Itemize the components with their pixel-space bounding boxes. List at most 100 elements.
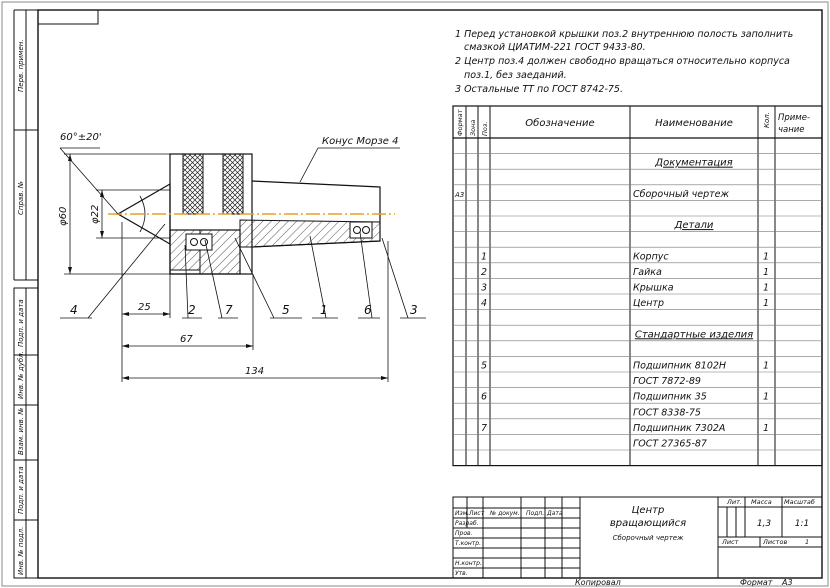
tb-col-izm: Изм. — [455, 510, 469, 517]
spec-cell-name: Центр — [633, 298, 664, 309]
title-block-text: Изм. Лист № докум. Подп. Дата Разраб. Пр… — [455, 498, 815, 577]
taper-label: Конус Морзе 4 — [322, 136, 398, 147]
tb-scale: 1:1 — [795, 519, 809, 529]
tb-col-date: Дата — [546, 510, 563, 517]
spec-cell-name: Корпус — [633, 251, 669, 262]
spec-header: Кол. — [763, 112, 771, 128]
tb-col-sign: Подп. — [526, 510, 544, 517]
dimensions — [59, 147, 426, 382]
spec-cell-qty: 1 — [763, 423, 769, 434]
note-line: 3 Остальные ТТ по ГОСТ 8742-75. — [455, 84, 623, 95]
note-line: поз.1, без заеданий. — [464, 70, 567, 81]
spec-cell-name: ГОСТ 8338-75 — [633, 407, 701, 418]
dim-25-label: 25 — [138, 302, 151, 313]
title-block — [452, 496, 823, 579]
spec-header: Формат — [456, 109, 464, 136]
strip-label: Инв. № дубл. — [17, 351, 25, 399]
strip-label: Справ. № — [17, 181, 25, 215]
note-line: 1 Перед установкой крышки поз.2 внутренн… — [455, 29, 793, 40]
knurl-ring — [182, 153, 204, 215]
callout-4: 4 — [70, 303, 78, 317]
spec-section-title: Стандартные изделия — [635, 329, 753, 340]
bearing-ball — [200, 238, 208, 246]
tb-role: Н.контр. — [455, 560, 482, 567]
note-line: смазкой ЦИАТИМ-221 ГОСТ 9433-80. — [464, 42, 646, 53]
spec-cell-name: Гайка — [633, 267, 662, 278]
spec-cell-name: ГОСТ 27365-87 — [633, 439, 707, 450]
footer-copied: Копировал — [575, 578, 621, 587]
spec-cell-name: Подшипник 7302А — [633, 423, 725, 434]
spec-section-title: Детали — [674, 220, 714, 231]
tb-col-doc: № докум. — [489, 510, 520, 517]
tb-role: Т.контр. — [455, 540, 481, 547]
spec-header: Приме- — [778, 113, 810, 123]
spec-cell-name: Подшипник 35 — [633, 392, 707, 403]
note-line: 2 Центр поз.4 должен свободно вращаться … — [455, 56, 790, 67]
strip-label: Подп. и дата — [17, 466, 25, 514]
spec-cell-format: А3 — [454, 191, 464, 199]
tb-scale-label: Масштаб — [784, 498, 815, 506]
strip-label: Инв. № подл. — [17, 527, 25, 575]
strip-label: Перв. примен. — [17, 39, 25, 92]
spec-cell-pos: 3 — [481, 283, 487, 294]
dim-134-label: 134 — [245, 366, 264, 377]
tb-col-list: Лист — [468, 510, 485, 517]
tb-lit-label: Лит. — [726, 498, 742, 506]
strip-label: Подп. и дата — [17, 299, 25, 347]
spec-header: Зона — [469, 120, 477, 136]
strip-label: Взам. инв. № — [17, 407, 25, 455]
spec-header: чание — [778, 125, 805, 135]
spec-section-title: Документация — [654, 158, 732, 169]
spec-cell-qty: 1 — [763, 251, 769, 262]
spec-cell-pos: 4 — [481, 298, 487, 309]
tb-role: Разраб. — [455, 520, 479, 527]
callout-2: 2 — [188, 303, 196, 317]
tb-subtitle: Сборочный чертеж — [613, 534, 684, 542]
tech-notes: 1 Перед установкой крышки поз.2 внутренн… — [455, 29, 793, 95]
bearing-ball — [353, 226, 361, 234]
callout-5: 5 — [282, 303, 290, 317]
corner-box — [37, 9, 99, 25]
left-strip — [13, 9, 39, 579]
tb-role: Пров. — [455, 530, 473, 537]
spec-cell-name: Сборочный чертеж — [633, 189, 730, 200]
tb-role: Утв. — [455, 570, 468, 577]
dia-22-label: φ22 — [90, 205, 101, 224]
bearing-ball — [190, 238, 198, 246]
callout-6: 6 — [364, 303, 372, 317]
tb-mass-label: Масса — [751, 498, 772, 506]
knurl-ring — [222, 153, 244, 215]
spec-table: Формат Зона Поз. Обозначение Наименование Кол… — [452, 105, 823, 467]
spec-cell-name: Подшипник 8102Н — [633, 361, 726, 372]
spec-cell-pos: 1 — [481, 251, 487, 262]
tb-sheets-label: Листов — [762, 538, 787, 546]
spec-cell-name: ГОСТ 7872-89 — [633, 376, 701, 387]
bearing — [185, 233, 213, 251]
bearing-ball — [362, 226, 370, 234]
dim-67-label: 67 — [180, 334, 193, 345]
tb-title: вращающийся — [610, 518, 686, 529]
spec-border — [452, 105, 823, 467]
tb-title: Центр — [632, 505, 665, 516]
footer-format-value: А3 — [781, 578, 793, 587]
angle-label: 60°±20' — [60, 132, 102, 143]
callout-3: 3 — [410, 303, 418, 317]
spec-cell-qty: 1 — [763, 298, 769, 309]
tb-mass: 1,3 — [757, 519, 772, 529]
spec-cell-name: Крышка — [633, 283, 674, 294]
tb-sheet-label: Лист — [721, 538, 739, 546]
spec-header: Поз. — [481, 122, 489, 136]
spec-header: Наименование — [655, 118, 733, 129]
footer-format: Формат — [740, 578, 773, 587]
spec-cell-qty: 1 — [763, 267, 769, 278]
spec-cell-qty: 1 — [763, 392, 769, 403]
spec-cell-pos: 6 — [481, 392, 487, 403]
tb-sheets: 1 — [805, 538, 809, 546]
spec-header: Обозначение — [525, 117, 594, 129]
callout-1: 1 — [320, 303, 328, 317]
spec-cell-qty: 1 — [763, 361, 769, 372]
spec-cell-pos: 7 — [481, 423, 487, 434]
callout-7: 7 — [225, 303, 233, 317]
